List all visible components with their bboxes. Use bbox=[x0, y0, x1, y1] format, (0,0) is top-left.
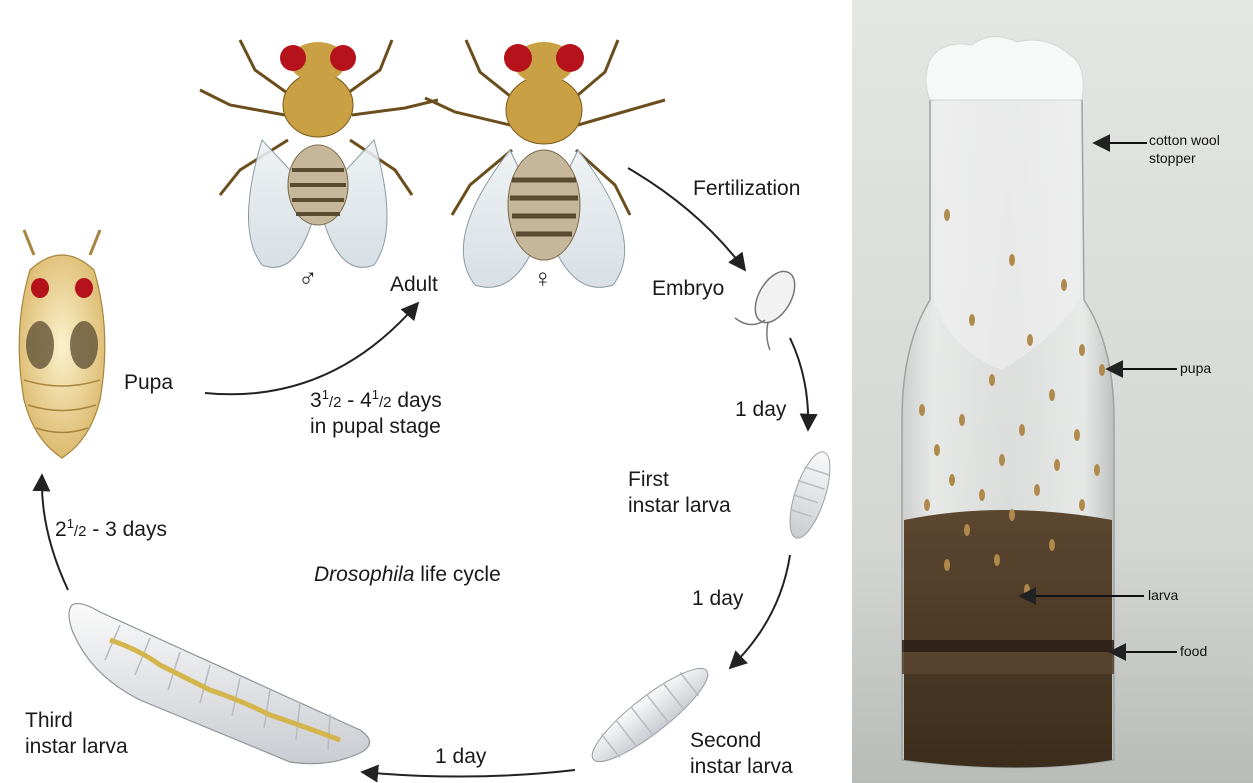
male-fly-illustration bbox=[200, 40, 438, 267]
embryo-illustration bbox=[735, 265, 803, 350]
culture-bottle-artwork bbox=[852, 0, 1253, 783]
first-instar-label-line1: First bbox=[628, 467, 731, 493]
first-instar-label-line2: instar larva bbox=[628, 493, 731, 519]
food-annotation: food bbox=[1180, 643, 1207, 661]
stopper-annotation: cotton wool stopper bbox=[1149, 132, 1220, 167]
d1-num: 1 bbox=[67, 516, 74, 531]
duration-first-to-second: 1 day bbox=[692, 586, 743, 612]
pupa-illustration bbox=[19, 230, 105, 458]
diagram-title: Drosophila life cycle bbox=[314, 562, 501, 588]
pupa-label: Pupa bbox=[124, 370, 173, 396]
d2-num: 1 bbox=[322, 387, 329, 402]
d2-rest: days bbox=[392, 389, 442, 412]
d2-line2: in pupal stage bbox=[310, 414, 442, 440]
arrow-second-to-third bbox=[362, 770, 575, 777]
embryo-label: Embryo bbox=[652, 276, 724, 302]
duration-embryo-to-first: 1 day bbox=[735, 397, 786, 423]
adult-label: Adult bbox=[390, 272, 438, 298]
second-instar-label: Second instar larva bbox=[690, 728, 793, 781]
male-symbol: ♂ bbox=[298, 262, 318, 295]
d2-den: /2 bbox=[329, 394, 342, 411]
female-symbol: ♀ bbox=[533, 262, 553, 295]
arrow-pupa-to-adult bbox=[205, 303, 418, 394]
stopper-annotation-line1: cotton wool bbox=[1149, 132, 1220, 150]
arrow-embryo-to-first bbox=[790, 338, 808, 430]
diagram-title-genus: Drosophila bbox=[314, 563, 414, 586]
diagram-title-rest: life cycle bbox=[414, 563, 500, 586]
life-cycle-diagram: ♂ ♀ Adult Fertilization Embryo 1 day Fir… bbox=[0, 0, 850, 783]
third-instar-label: Third instar larva bbox=[25, 708, 128, 761]
first-instar-larva-illustration bbox=[782, 448, 838, 543]
duration-pupa-to-adult: 31/2 - 41/2 days in pupal stage bbox=[310, 387, 442, 441]
second-instar-label-line1: Second bbox=[690, 728, 793, 754]
duration-third-to-pupa: 21/2 - 3 days bbox=[55, 516, 167, 543]
fertilization-label: Fertilization bbox=[693, 176, 800, 202]
pupa-annotation: pupa bbox=[1180, 360, 1211, 378]
d1-rest: - 3 days bbox=[86, 518, 167, 541]
duration-second-to-third: 1 day bbox=[435, 744, 486, 770]
d2-den2: /2 bbox=[379, 394, 392, 411]
first-instar-label: First instar larva bbox=[628, 467, 731, 520]
d2-num2: 1 bbox=[372, 387, 379, 402]
larva-annotation: larva bbox=[1148, 587, 1178, 605]
culture-bottle-photo: cotton wool stopper pupa larva food bbox=[852, 0, 1253, 783]
d2-a: 3 bbox=[310, 389, 322, 412]
d2-mid: - 4 bbox=[341, 389, 371, 412]
second-instar-label-line2: instar larva bbox=[690, 754, 793, 780]
d1-a: 2 bbox=[55, 518, 67, 541]
third-instar-label-line2: instar larva bbox=[25, 734, 128, 760]
female-fly-illustration bbox=[425, 40, 665, 287]
third-instar-label-line1: Third bbox=[25, 708, 128, 734]
d1-den: /2 bbox=[74, 523, 87, 540]
stopper-annotation-line2: stopper bbox=[1149, 150, 1220, 168]
